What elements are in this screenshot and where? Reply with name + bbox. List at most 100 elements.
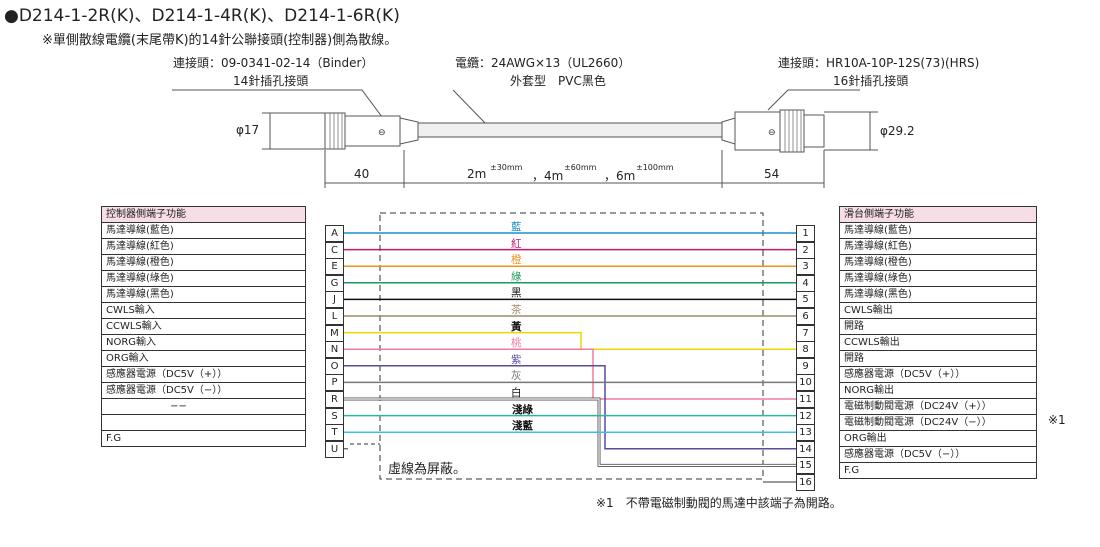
wire-line [344,348,796,400]
tol-b: ±60mm [564,163,597,172]
table-row: 馬達導線(藍色) [839,222,1037,239]
right-pin: 2 [796,241,815,259]
table-row: 電磁制動閥電源（DC24V（+）） [839,398,1037,415]
cable-sub: 外套型 PVC黑色 [510,74,606,88]
table-row: 馬達導線(藍色) [101,222,306,239]
table-row: ORG輸入 [101,350,306,367]
right-diameter-label: φ29.2 [880,124,915,138]
page-title: ●D214-1-2R(K)、D214-1-4R(K)、D214-1-6R(K) [4,6,400,26]
right-pin: 1 [796,225,815,242]
right-pin: 13 [796,424,815,442]
wire-color-label: 淺藍 [512,420,533,433]
mid-length-b: ，4m [532,169,564,183]
left-pin: A [325,225,344,242]
wire-color-label: 綠 [511,270,522,283]
table-row: 感應器電源（DC5V（−）） [101,382,306,399]
right-pin: 12 [796,407,815,425]
left-pin: S [325,407,344,425]
right-pin: 7 [796,324,815,342]
slide-side-table: 滑台側端子功能 馬達導線(藍色) 馬達導線(紅色) 馬達導線(橙色) 馬達導線(… [839,206,1037,479]
right-pin: 6 [796,308,815,325]
wire-color-label: 黃 [511,320,522,333]
right-connector-sleeve [734,111,781,151]
right-connector-mark: ⊖ [768,128,776,138]
left-pin: L [325,308,344,325]
right-length-label: 54 [764,167,780,181]
label-leaders [172,89,860,127]
wire-color-label: 桃 [511,337,522,350]
shield-outline [379,212,764,480]
left-pin: M [325,324,344,342]
right-pin: 14 [796,440,815,458]
table-row [101,414,306,431]
table-row: CWLS輸入 [101,302,306,319]
wire-color-label: 紫 [511,353,522,366]
wire-color-label: 灰 [511,370,522,383]
table-row: CWLS輸出 [839,302,1037,319]
wire-line [344,365,796,450]
right-connector-leader [767,89,860,111]
table-row: 馬達導線(紅色) [101,238,306,255]
left-pin: G [325,274,344,292]
right-pin: 4 [796,274,815,292]
table-row: 馬達導線(綠色) [839,270,1037,287]
left-pin: N [325,341,344,359]
table-row: CCWLS輸出 [839,334,1037,351]
wire-color-label: 紅 [511,237,522,250]
table-row: 馬達導線(黑色) [101,286,306,303]
right-connector-strain-relief [721,117,736,145]
note-mark: ※1 [1048,413,1066,427]
cable-label: 電纜：24AWG×13（UL2660） [455,56,631,70]
wire-color-label: 茶 [511,304,522,316]
right-pin: 9 [796,357,815,375]
left-connector-sleeve [344,115,401,147]
left-pin: O [325,357,344,375]
left-connector-leader [172,89,383,118]
table-row: ORG輸出 [839,430,1037,447]
wire-color-label: 淺綠 [512,403,533,416]
table-row: 電磁制動閥電源（DC24V（−）） [839,414,1037,431]
right-pin: 5 [796,291,815,309]
right-pin: 10 [796,374,815,392]
mid-length-c: ，6m [604,169,636,183]
table-row: F.G [101,430,306,447]
tol-a: ±30mm [490,163,523,172]
right-pin: 3 [796,258,815,276]
mid-length-a: 2m [467,167,487,181]
right-pin: 15 [796,457,815,475]
table-row: 開路 [839,350,1037,367]
right-connector-tip [803,114,825,148]
right-pin: 8 [796,341,815,359]
right-pin: 11 [796,391,815,408]
wire-color-label: 藍 [511,221,522,233]
table-row: 開路 [839,318,1037,335]
wire-color-label: 橙 [511,254,522,267]
left-diameter-label: φ17 [236,123,260,137]
table-row: 感應器電源（DC5V（+）） [101,366,306,383]
table-row: 馬達導線(紅色) [839,238,1037,255]
table-row: CCWLS輸入 [101,318,306,335]
cable-sheath [417,122,723,138]
footnote: ※1 不帶電磁制動閥的馬達中該端子為開路。 [596,496,842,510]
right-connector-sub: 16針插孔接頭 [833,74,909,88]
left-connector-label: 連接頭：09-0341-02-14（Binder） [173,56,374,70]
wire-line [344,331,796,350]
table-row: 馬達導線(綠色) [101,270,306,287]
table-row: 馬達導線(黑色) [839,286,1037,303]
table-row: NORG輸出 [839,382,1037,399]
table-row: 感應器電源（DC5V（−）） [839,446,1037,463]
left-connector-sub: 14針插孔接頭 [233,74,309,88]
table-row: 馬達導線(橙色) [101,254,306,271]
slide-side-header: 滑台側端子功能 [839,206,1037,223]
left-pin: E [325,258,344,276]
table-row: 感應器電源（DC5V（+）） [839,366,1037,383]
left-connector-mark: ⊖ [378,128,386,138]
wire-color-label: 黑 [511,287,522,300]
controller-side-table: 控制器側端子功能 馬達導線(藍色) 馬達導線(紅色) 馬達導線(橙色) 馬達導線… [101,206,306,447]
left-pin: J [325,291,344,309]
right-pin: 16 [796,474,815,491]
left-pin: U [325,440,344,458]
wire-color-label: 白 [511,387,522,399]
table-row: F.G [839,462,1037,479]
left-pin: P [325,374,344,392]
